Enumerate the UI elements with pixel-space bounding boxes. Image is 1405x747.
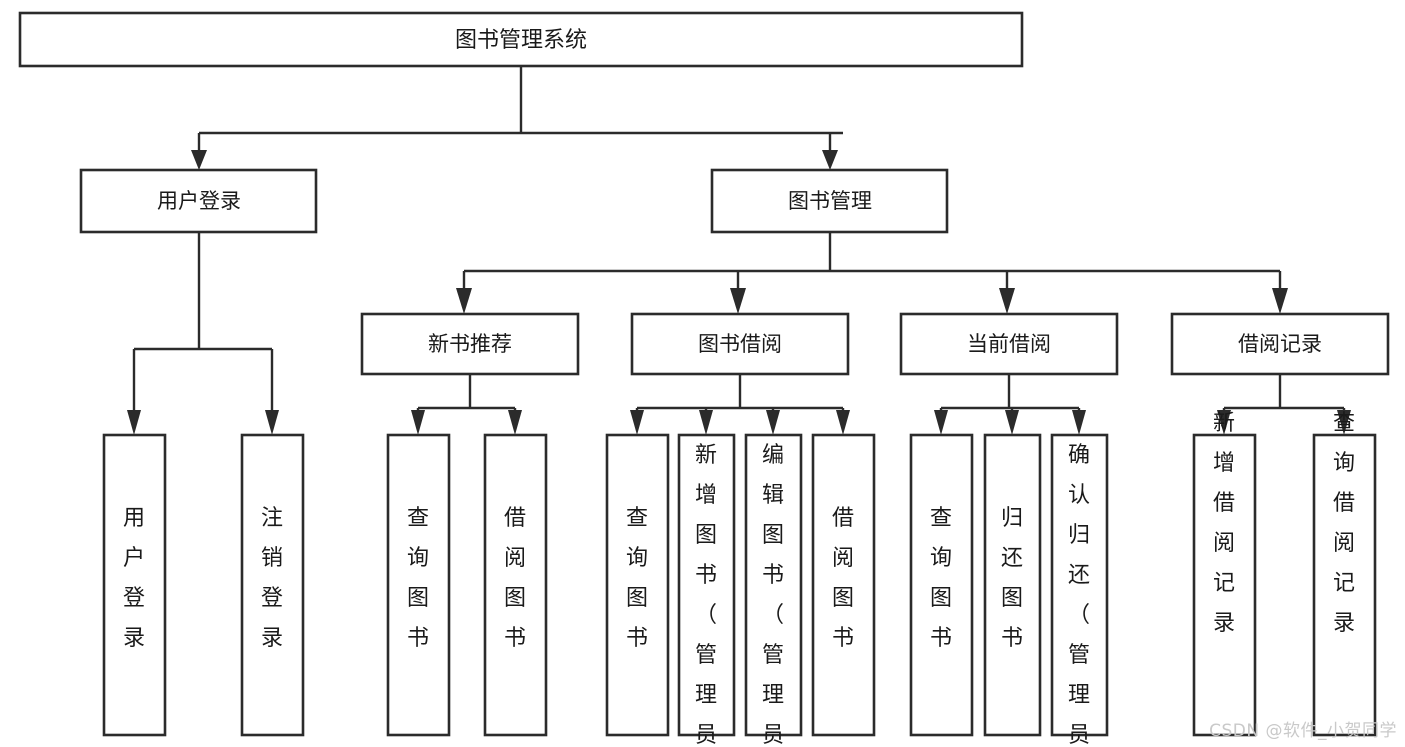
arrowhead-root-to-user bbox=[191, 150, 207, 170]
arrowhead-book-to-n4 bbox=[1272, 288, 1288, 314]
arrowhead-book-to-n2 bbox=[730, 288, 746, 314]
leaf-query-borrow-record-box[interactable] bbox=[1312, 433, 1377, 737]
node-new-book-recommend[interactable]: 新书推荐 bbox=[360, 312, 580, 376]
node-new-book-recommend-box[interactable] bbox=[360, 312, 580, 376]
leaf-borrow-book-1-label: 借阅图书 bbox=[504, 506, 526, 651]
leaf-user-logout[interactable]: 注销登录 bbox=[240, 433, 305, 737]
node-user-login-label: 用户登录 bbox=[157, 189, 241, 213]
leaf-add-borrow-record-box[interactable] bbox=[1192, 433, 1257, 737]
leaf-query-book-2-box[interactable] bbox=[605, 433, 670, 737]
leaf-query-borrow-record[interactable]: 查询借阅记录 bbox=[1312, 411, 1377, 737]
node-book-borrow-label: 图书借阅 bbox=[698, 332, 782, 356]
node-book-management[interactable]: 图书管理 bbox=[710, 168, 949, 234]
arrowhead-g4-leaf-2 bbox=[1337, 410, 1351, 435]
leaf-add-book-admin[interactable]: 新增图书（管理员） bbox=[677, 433, 736, 747]
node-book-management-box[interactable] bbox=[710, 168, 949, 234]
leaf-query-book-3-box[interactable] bbox=[909, 433, 974, 737]
leaf-user-login-label: 用户登录 bbox=[123, 506, 145, 651]
arrowhead-g2-leaf-3 bbox=[766, 410, 780, 435]
node-root-label: 图书管理系统 bbox=[455, 28, 587, 53]
arrowhead-g1-leaf-1 bbox=[411, 410, 425, 435]
leaf-borrow-book-2[interactable]: 借阅图书 bbox=[811, 433, 876, 737]
arrowhead-g2-leaf-2 bbox=[699, 410, 713, 435]
leaf-borrow-book-2-box[interactable] bbox=[811, 433, 876, 737]
node-user-login-box[interactable] bbox=[79, 168, 318, 234]
leaf-return-book-box[interactable] bbox=[983, 433, 1042, 737]
node-book-borrow[interactable]: 图书借阅 bbox=[630, 312, 850, 376]
node-user-login[interactable]: 用户登录 bbox=[79, 168, 318, 234]
leaf-add-borrow-record-label: 新增借阅记录 bbox=[1213, 411, 1235, 636]
leaf-add-borrow-record[interactable]: 新增借阅记录 bbox=[1192, 411, 1257, 737]
leaf-edit-book-admin-label: 编辑图书（管理员） bbox=[762, 443, 784, 747]
arrowhead-g2-leaf-4 bbox=[836, 410, 850, 435]
leaf-query-book-2[interactable]: 查询图书 bbox=[605, 433, 670, 737]
arrowhead-g3-leaf-3 bbox=[1072, 410, 1086, 435]
node-root-box[interactable] bbox=[18, 11, 1024, 68]
connector-lines bbox=[127, 66, 1351, 435]
node-root[interactable]: 图书管理系统 bbox=[18, 11, 1024, 68]
leaf-query-book-1[interactable]: 查询图书 bbox=[386, 433, 451, 737]
arrowhead-root-to-book bbox=[822, 150, 838, 170]
leaf-confirm-return-admin-box[interactable] bbox=[1050, 433, 1109, 737]
leaf-user-login-box[interactable] bbox=[102, 433, 167, 737]
leaf-query-book-1-box[interactable] bbox=[386, 433, 451, 737]
arrowhead-book-to-n1 bbox=[456, 288, 472, 314]
arrowhead-user-leaf-2 bbox=[265, 410, 279, 435]
leaf-query-borrow-record-label: 查询借阅记录 bbox=[1333, 411, 1355, 636]
leaf-edit-book-admin[interactable]: 编辑图书（管理员） bbox=[744, 433, 803, 747]
arrowhead-book-to-n3 bbox=[999, 288, 1015, 314]
leaf-add-book-admin-box[interactable] bbox=[677, 433, 736, 737]
node-book-borrow-box[interactable] bbox=[630, 312, 850, 376]
arrowhead-g3-leaf-1 bbox=[934, 410, 948, 435]
node-borrow-record-box[interactable] bbox=[1170, 312, 1390, 376]
node-current-borrow-label: 当前借阅 bbox=[967, 332, 1051, 356]
leaf-borrow-book-2-label: 借阅图书 bbox=[832, 506, 854, 651]
leaf-query-book-3[interactable]: 查询图书 bbox=[909, 433, 974, 737]
leaf-user-logout-box[interactable] bbox=[240, 433, 305, 737]
leaf-edit-book-admin-box[interactable] bbox=[744, 433, 803, 737]
arrowhead-user-leaf-1 bbox=[127, 410, 141, 435]
node-borrow-record-label: 借阅记录 bbox=[1238, 332, 1322, 356]
leaf-return-book-label: 归还图书 bbox=[1001, 506, 1023, 651]
csdn-watermark: CSDN @软件_小贺同学 bbox=[1209, 721, 1397, 741]
leaf-user-logout-label: 注销登录 bbox=[261, 506, 283, 651]
leaf-query-book-2-label: 查询图书 bbox=[626, 506, 648, 651]
leaf-borrow-book-1-box[interactable] bbox=[483, 433, 548, 737]
node-current-borrow-box[interactable] bbox=[899, 312, 1119, 376]
leaf-return-book[interactable]: 归还图书 bbox=[983, 433, 1042, 737]
node-book-management-label: 图书管理 bbox=[788, 189, 872, 213]
arrowhead-g2-leaf-1 bbox=[630, 410, 644, 435]
node-borrow-record[interactable]: 借阅记录 bbox=[1170, 312, 1390, 376]
node-current-borrow[interactable]: 当前借阅 bbox=[899, 312, 1119, 376]
leaf-confirm-return-admin[interactable]: 确认归还（管理员） bbox=[1050, 433, 1109, 747]
arrowhead-g4-leaf-1 bbox=[1217, 410, 1231, 435]
leaf-borrow-book-1[interactable]: 借阅图书 bbox=[483, 433, 548, 737]
leaf-add-book-admin-label: 新增图书（管理员） bbox=[695, 443, 717, 747]
arrowhead-g1-leaf-2 bbox=[508, 410, 522, 435]
leaf-query-book-1-label: 查询图书 bbox=[407, 506, 429, 651]
leaf-query-book-3-label: 查询图书 bbox=[930, 506, 952, 651]
node-new-book-recommend-label: 新书推荐 bbox=[428, 332, 512, 356]
leaf-user-login[interactable]: 用户登录 bbox=[102, 433, 167, 737]
arrowhead-g3-leaf-2 bbox=[1005, 410, 1019, 435]
leaf-confirm-return-admin-label: 确认归还（管理员） bbox=[1068, 443, 1090, 747]
